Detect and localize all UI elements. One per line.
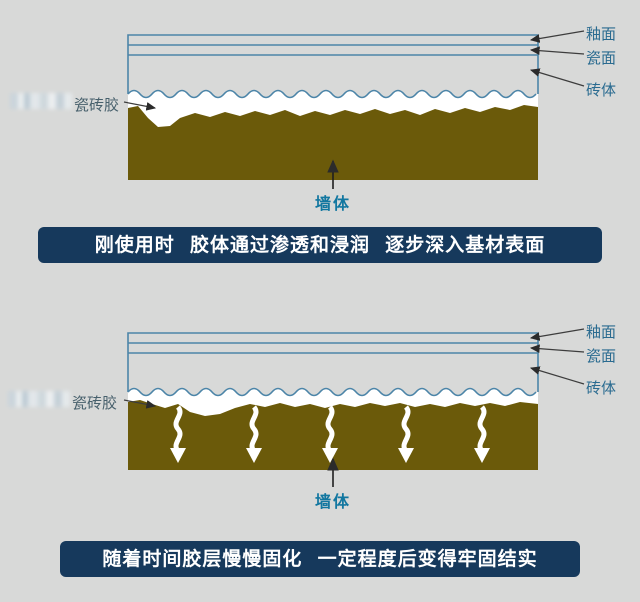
diagram-adhesive-cured [123,328,585,487]
leader-lines [123,328,585,409]
porcelain-label: 瓷面 [586,49,617,67]
porcelain-leader-line [529,344,585,353]
tile-body-label: 砖体 [586,81,617,99]
wavy-down-arrow-icon [477,405,487,453]
blurred-watermark [10,93,72,109]
tile-outline [127,34,539,94]
tile-body-leader-line [529,366,585,385]
adhesive-label: 瓷砖胶 [72,394,118,412]
arrowhead [398,448,414,463]
glaze-label: 釉面 [586,25,617,43]
penetration-arrows [173,405,487,453]
wavy-down-arrow-icon [325,405,335,453]
penetration-arrowheads [170,448,490,463]
tile-bottom-wave [127,387,537,397]
arrowhead [474,448,490,463]
tile-bottom-wave [127,89,537,99]
adhesive-leader-line [123,399,157,409]
wall-mass [128,105,538,180]
arrowhead [322,448,338,463]
adhesive-leader-line [123,101,157,111]
porcelain-label: 瓷面 [586,347,617,365]
blurred-watermark [8,391,70,407]
wavy-down-arrow-icon [249,405,259,453]
tile-body-leader-line [529,68,585,87]
tile-body-label: 砖体 [586,379,617,397]
arrowhead [246,448,262,463]
caption-after-curing: 随着时间胶层慢慢固化 一定程度后变得牢固结实 [60,541,580,577]
wavy-down-arrow-icon [401,405,411,453]
adhesive-label: 瓷砖胶 [74,96,120,114]
glaze-leader-line [529,30,585,43]
diagram-adhesive-wetting [123,30,585,189]
caption-before-curing: 刚使用时 胶体通过渗透和浸润 逐步深入基材表面 [38,227,602,263]
porcelain-leader-line [529,46,585,55]
glaze-leader-line [529,328,585,341]
leader-lines [123,30,585,111]
arrowhead [170,448,186,463]
glaze-label: 釉面 [586,323,617,341]
wall-label: 墙体 [314,492,351,511]
tile-outline [127,332,539,392]
wall-label: 墙体 [314,194,351,213]
wavy-down-arrow-icon [173,405,183,453]
